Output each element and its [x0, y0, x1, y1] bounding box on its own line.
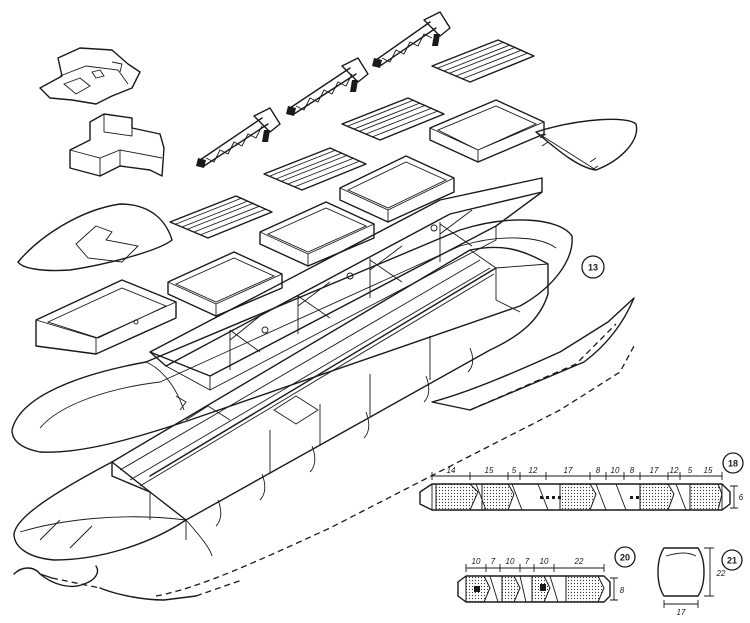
part-21-width: 17 — [677, 608, 686, 617]
part-21-height: 22 — [716, 569, 726, 578]
callout-18-label: 18 — [728, 459, 738, 469]
bow-deck-plate — [535, 118, 638, 171]
part-20-dim-4: 7 — [525, 557, 530, 566]
hatch-cover-2 — [341, 97, 445, 141]
poop-deck-frame — [35, 279, 177, 355]
part-18-dim-3: 5 — [512, 466, 517, 475]
crane-3 — [372, 11, 451, 68]
part-18-strip: 14 15 5 12 17 8 10 8 17 12 5 15 6 — [419, 466, 744, 511]
callout-13-label: 13 — [588, 263, 598, 273]
hatch-coaming-1 — [429, 99, 545, 163]
part-20-dim-5: 10 — [540, 557, 549, 566]
part-20-dim-6: 22 — [574, 557, 584, 566]
part-18-dim-10: 12 — [670, 466, 679, 475]
callout-13: 13 — [581, 255, 605, 279]
part-20-height: 8 — [620, 586, 625, 595]
hatch-cover-3 — [263, 147, 367, 191]
hatch-coaming-4 — [167, 251, 283, 317]
callout-18: 18 — [722, 452, 744, 474]
callout-21-label: 21 — [727, 556, 737, 566]
hatch-coaming-3 — [259, 201, 375, 267]
hull-side-development-outline — [13, 297, 635, 601]
bridge-top-piece — [39, 47, 141, 105]
part-20-dim-3: 10 — [506, 557, 515, 566]
callout-20-label: 20 — [620, 553, 630, 563]
part-18-hatched-sections — [435, 483, 723, 511]
main-hull — [13, 246, 549, 561]
waterline-hull-plate — [11, 219, 573, 453]
part-20-strip: 10 7 10 7 10 22 8 — [457, 557, 625, 603]
part-18-dim-8: 8 — [630, 466, 635, 475]
part-18-dim-2: 15 — [485, 466, 494, 475]
deckhouse-l-block — [69, 113, 165, 177]
hatch-cover-1 — [431, 39, 535, 83]
crane-2 — [286, 57, 369, 116]
part-18-dim-4: 12 — [529, 466, 538, 475]
part-18-dim-1: 14 — [447, 466, 456, 475]
hatch-cover-4 — [169, 195, 273, 239]
part-20-dim-1: 10 — [472, 557, 481, 566]
part-18-dim-5: 17 — [564, 466, 573, 475]
part-18-dim-6: 8 — [596, 466, 601, 475]
callout-21: 21 — [721, 549, 743, 571]
part-20-dim-2: 7 — [491, 557, 496, 566]
aft-deck-plate — [17, 203, 173, 272]
part-18-height: 6 — [739, 493, 744, 502]
crane-1 — [196, 107, 281, 168]
part-18-dim-11: 5 — [688, 466, 693, 475]
part-21-shield: 22 17 — [657, 547, 726, 617]
part-18-dim-7: 10 — [611, 466, 620, 475]
hatch-coaming-2 — [339, 155, 455, 223]
callout-20: 20 — [614, 546, 636, 568]
part-18-dim-12: 15 — [704, 466, 713, 475]
part-18-dim-9: 17 — [650, 466, 659, 475]
